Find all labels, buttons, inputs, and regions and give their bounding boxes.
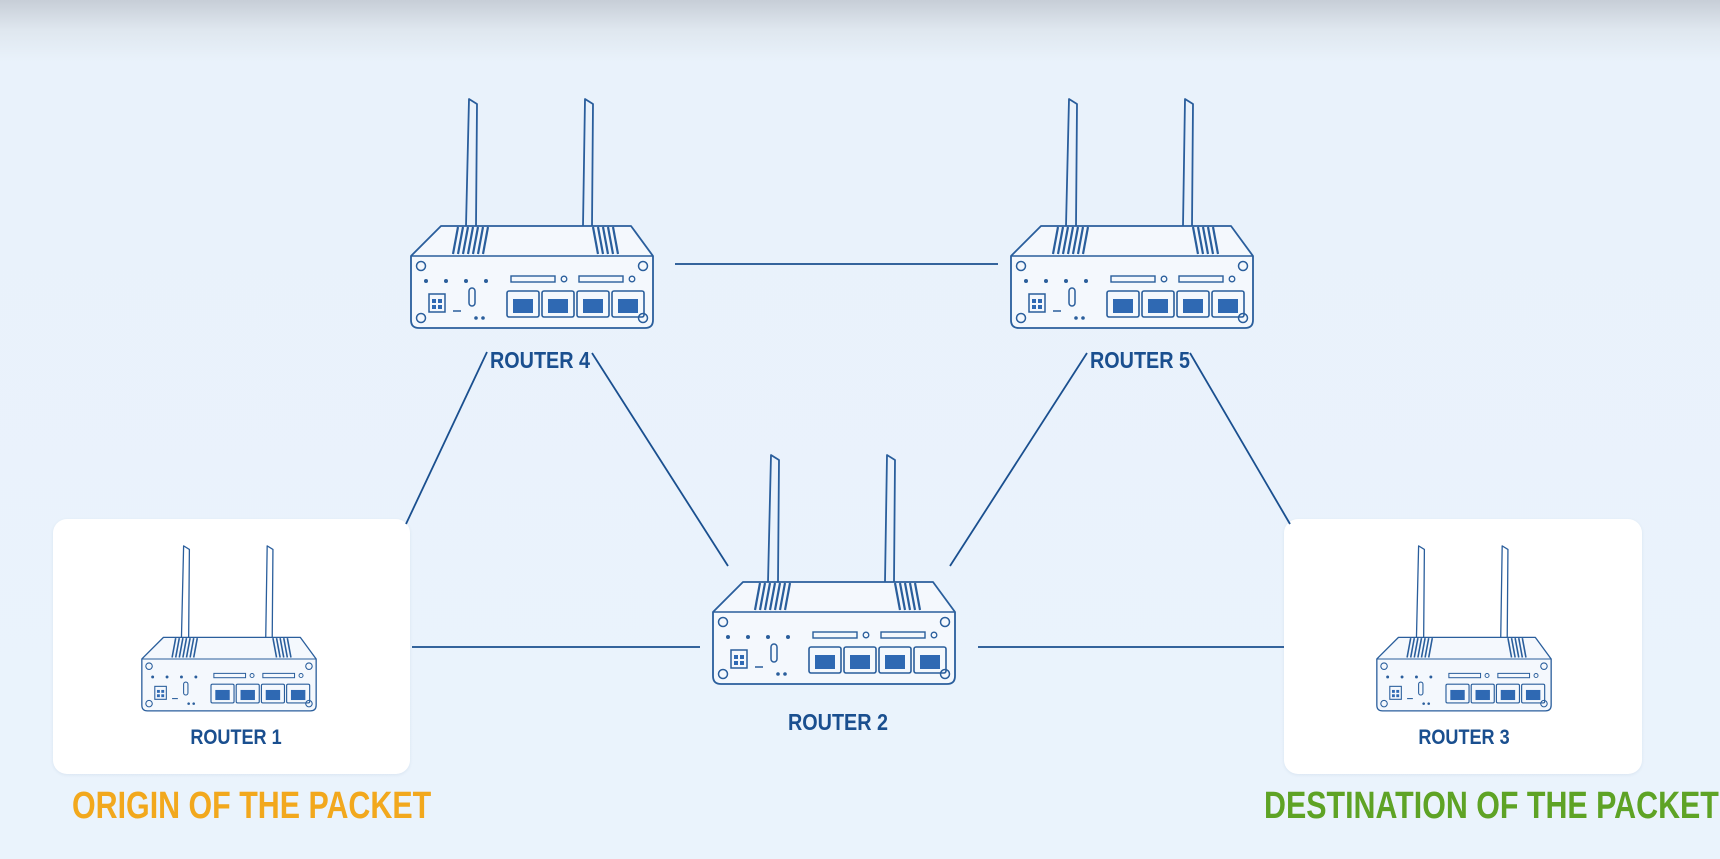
destination-caption: DESTINATION OF THE PACKET bbox=[1264, 785, 1719, 827]
origin-caption: ORIGIN OF THE PACKET bbox=[72, 785, 432, 827]
router-1 bbox=[141, 543, 317, 713]
router-1-label: ROUTER 1 bbox=[190, 726, 282, 749]
router-icon bbox=[1376, 545, 1552, 712]
router-icon bbox=[141, 545, 317, 712]
router-2 bbox=[712, 451, 956, 687]
router-icon bbox=[1010, 98, 1254, 329]
router-icon bbox=[410, 98, 654, 329]
router-icon bbox=[712, 454, 956, 685]
link-router-4-router-2 bbox=[591, 352, 729, 567]
link-router-1-router-4 bbox=[405, 351, 488, 525]
link-router-5-router-2 bbox=[949, 352, 1088, 567]
link-router-5-router-3 bbox=[1189, 352, 1291, 525]
router-2-label: ROUTER 2 bbox=[787, 709, 889, 735]
router-4-label: ROUTER 4 bbox=[489, 347, 591, 373]
router-5-label: ROUTER 5 bbox=[1089, 347, 1191, 373]
router-3 bbox=[1376, 543, 1552, 713]
router-5 bbox=[1010, 95, 1254, 331]
router-4 bbox=[410, 95, 654, 331]
router-3-label: ROUTER 3 bbox=[1418, 726, 1510, 749]
